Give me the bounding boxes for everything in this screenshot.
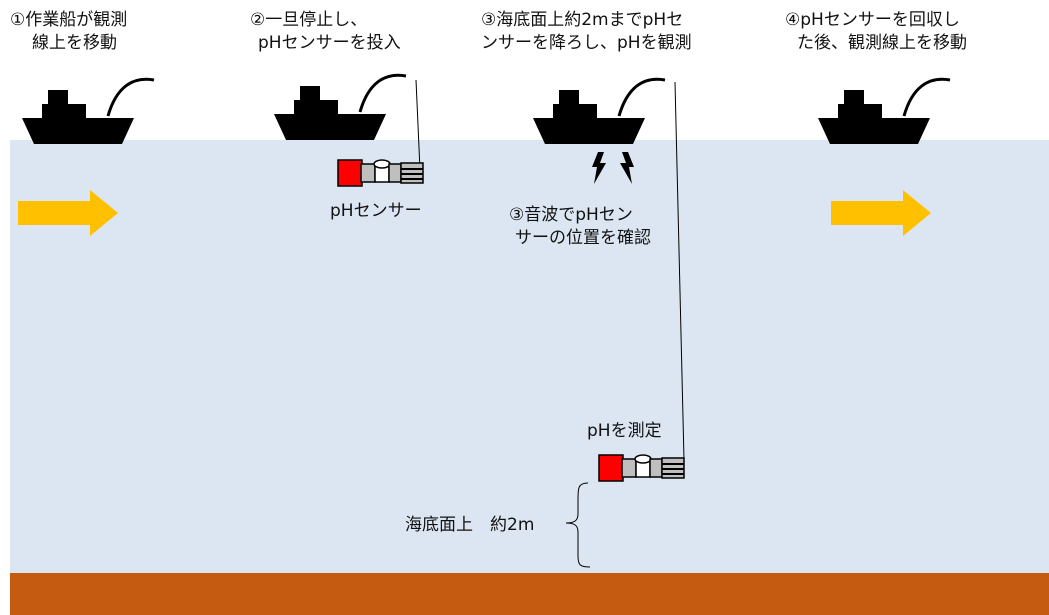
ship-icon [272,73,408,142]
ph-sensor-icon [337,159,424,187]
step-1-label: ①作業船が観測 線上を移動 [10,10,128,53]
step-4-label: ④pHセンサーを回収し た後、観測線上を移動 [785,10,967,53]
ship-icon [531,77,667,146]
step-2-label: ②一旦停止し、 pHセンサーを投入 [250,10,401,53]
measure-label: pHを測定 [587,421,662,441]
seabed-height-label: 海底面上 約2m [405,515,535,535]
sensor-label: pHセンサー [330,201,422,221]
step-3-label: ③海底面上約2mまでpHセ ンサーを降ろし、pHを観測 [481,10,692,53]
sonar-label: ③音波でpHセン サーの位置を確認 [509,205,651,248]
cable-line [674,81,685,461]
ph-sensor-icon [598,454,685,482]
seabed-region [10,573,1049,615]
ship-icon [20,77,156,146]
ship-icon [816,77,952,146]
brace-icon [565,482,591,568]
cable-line [415,79,421,171]
